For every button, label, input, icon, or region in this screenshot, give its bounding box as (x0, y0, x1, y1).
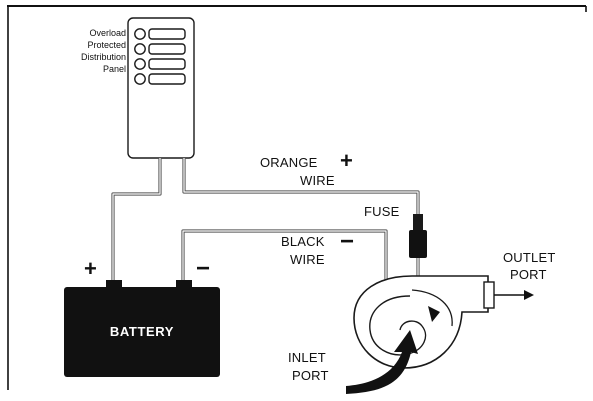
inlet-flow-arrow-icon (346, 330, 418, 394)
black-wire (181, 229, 388, 282)
pump-housing (353, 275, 489, 369)
orange-wire-plus-sign: + (340, 148, 353, 173)
fuse-label: FUSE (364, 204, 400, 219)
battery-minus-sign: − (196, 255, 210, 282)
fuse-cap (413, 214, 423, 232)
battery: BATTERY (64, 280, 220, 377)
fuse (409, 214, 427, 258)
black-wire-minus-sign: − (340, 228, 354, 255)
outlet-port-label-line-1: OUTLET (503, 250, 555, 265)
inlet-port-label-line-2: PORT (292, 368, 329, 383)
breaker-2 (134, 43, 186, 55)
orange-wire-label-line-1: ORANGE (260, 155, 318, 170)
panel-label-line-2: Protected (87, 40, 126, 50)
breaker-4 (134, 73, 186, 85)
outlet-port-label-line-2: PORT (510, 267, 547, 282)
battery-negative-terminal (176, 280, 192, 290)
pump-volute-arc (411, 289, 453, 327)
panel-label-line-3: Distribution (81, 52, 126, 62)
breaker-3 (134, 58, 186, 70)
battery-label: BATTERY (110, 324, 174, 339)
black-wire-label-line-2: WIRE (290, 252, 325, 267)
wire-battery-positive-to-panel (111, 158, 162, 282)
pump (346, 275, 495, 394)
outlet-flow-arrow-icon (494, 290, 534, 300)
panel-label-line-4: Panel (103, 64, 126, 74)
black-wire-label-line-1: BLACK (281, 234, 325, 249)
battery-body (64, 287, 220, 377)
battery-plus-sign: + (84, 256, 97, 281)
breaker-1 (134, 28, 186, 40)
rotation-arrow-icon (428, 306, 440, 322)
battery-positive-terminal (106, 280, 122, 290)
inlet-port-label-line-1: INLET (288, 350, 326, 365)
orange-wire (182, 158, 420, 218)
distribution-panel (127, 17, 195, 159)
pump-outlet-flange (483, 281, 495, 309)
panel-label-line-1: Overload (89, 28, 126, 38)
orange-wire-label-line-2: WIRE (300, 173, 335, 188)
fuse-body (409, 230, 427, 258)
